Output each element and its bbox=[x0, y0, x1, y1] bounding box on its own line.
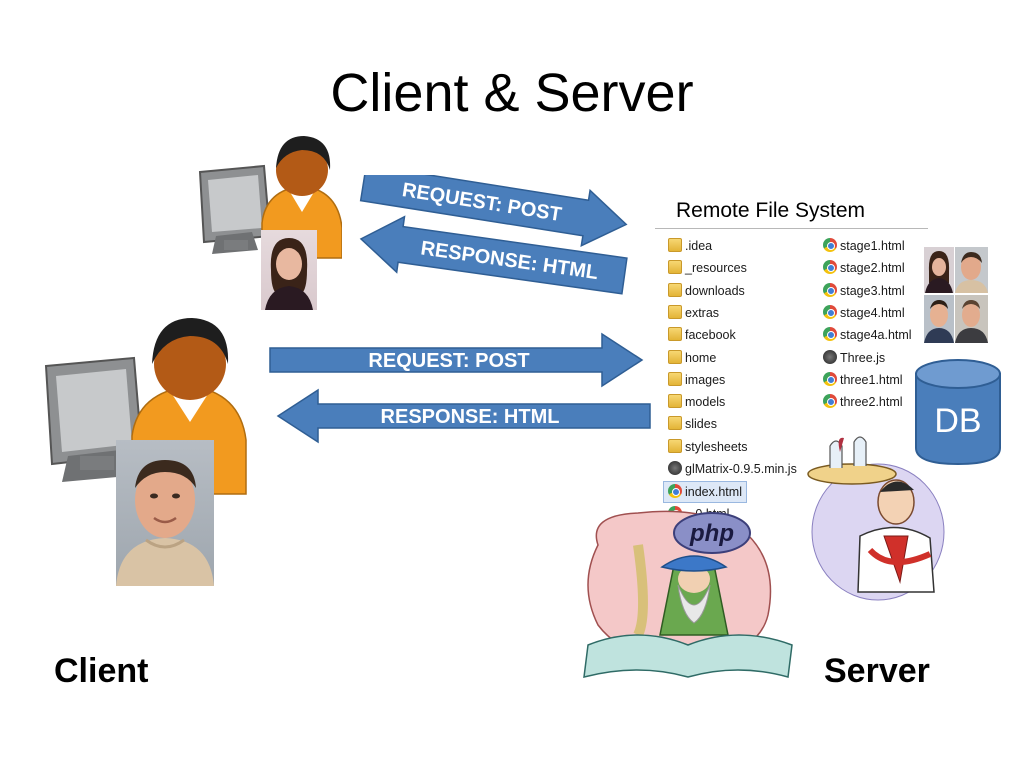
file-item[interactable]: slides bbox=[668, 414, 717, 434]
request-arrow bbox=[269, 332, 644, 388]
file-name: downloads bbox=[685, 283, 745, 298]
file-name: stage1.html bbox=[840, 239, 905, 253]
chrome-file-icon bbox=[668, 484, 682, 499]
js-file-icon bbox=[823, 349, 837, 364]
file-name: stage4.html bbox=[840, 305, 905, 320]
person-icon bbox=[261, 136, 342, 259]
file-item[interactable]: images bbox=[668, 370, 725, 390]
folder-icon bbox=[668, 349, 682, 364]
file-name: slides bbox=[685, 417, 717, 432]
file-system-title: Remote File System bbox=[676, 199, 866, 222]
file-name: stage2.html bbox=[840, 261, 905, 276]
response-arrow bbox=[276, 388, 651, 444]
folder-icon bbox=[668, 260, 682, 275]
man-portrait-icon bbox=[116, 460, 214, 586]
file-item[interactable]: stage3.html bbox=[823, 281, 905, 301]
file-item[interactable]: facebook bbox=[668, 325, 736, 345]
file-name: stage4a.html bbox=[840, 328, 912, 343]
monitor-icon bbox=[198, 164, 272, 254]
file-item[interactable]: stage4.html bbox=[823, 303, 905, 323]
file-item[interactable]: home bbox=[668, 348, 716, 368]
file-name: stage3.html bbox=[840, 283, 905, 298]
file-item[interactable]: three2.html bbox=[823, 392, 903, 412]
file-item[interactable]: index.html bbox=[663, 481, 747, 504]
file-list-right: stage1.html stage2.html stage3.html stage4.… bbox=[823, 236, 933, 416]
file-name: home bbox=[685, 350, 717, 365]
page-title: Client & Server bbox=[330, 63, 694, 123]
request-arrow-top bbox=[359, 175, 628, 247]
chrome-file-icon bbox=[823, 238, 837, 252]
folder-icon bbox=[668, 394, 682, 409]
file-item[interactable]: glMatrix-0.9.5.min.js bbox=[668, 459, 797, 479]
database-icon: DB bbox=[915, 359, 1001, 466]
file-item[interactable]: Three.js bbox=[823, 348, 885, 368]
team-photo-4 bbox=[955, 295, 988, 343]
file-name: Three.js bbox=[840, 350, 886, 365]
request-label: REQUEST: POST bbox=[368, 350, 529, 372]
file-item[interactable]: .idea bbox=[668, 236, 712, 256]
waiter-clipart bbox=[807, 436, 945, 601]
file-name: facebook bbox=[685, 328, 736, 343]
file-item[interactable]: _resources bbox=[668, 258, 747, 278]
file-item[interactable]: stage2.html bbox=[823, 258, 905, 278]
main-arrows: REQUEST: POST RESPONSE: HTML bbox=[269, 332, 651, 444]
file-item[interactable]: models bbox=[668, 392, 725, 412]
folder-icon bbox=[668, 438, 682, 453]
chrome-file-icon bbox=[823, 371, 837, 386]
file-name: images bbox=[685, 372, 726, 387]
team-photo-1 bbox=[924, 247, 954, 293]
file-system-divider bbox=[655, 228, 928, 229]
file-item[interactable]: stage1.html bbox=[823, 236, 905, 256]
file-name: glMatrix-0.9.5.min.js bbox=[685, 462, 797, 476]
folder-icon bbox=[668, 238, 682, 252]
file-item[interactable]: stylesheets bbox=[668, 437, 748, 457]
file-name: index.html bbox=[685, 485, 742, 500]
js-file-icon bbox=[668, 461, 682, 475]
team-photo-2 bbox=[955, 247, 988, 293]
chrome-file-icon bbox=[823, 394, 837, 409]
chrome-file-icon bbox=[823, 304, 837, 319]
client-user-photo-small bbox=[261, 230, 317, 310]
folder-icon bbox=[668, 327, 682, 342]
file-name: three2.html bbox=[840, 395, 903, 410]
php-label: php bbox=[689, 520, 734, 547]
chrome-file-icon bbox=[823, 260, 837, 275]
client-label: Client bbox=[54, 652, 149, 690]
file-item[interactable]: stage4a.html bbox=[823, 325, 912, 345]
file-name: three1.html bbox=[840, 372, 903, 387]
folder-icon bbox=[668, 416, 682, 431]
file-name: _resources bbox=[685, 261, 747, 276]
file-name: models bbox=[685, 395, 726, 410]
folder-icon bbox=[668, 371, 682, 386]
folder-icon bbox=[668, 282, 682, 297]
file-item[interactable]: extras bbox=[668, 303, 719, 323]
chrome-file-icon bbox=[823, 327, 837, 342]
chrome-file-icon bbox=[823, 282, 837, 297]
top-arrows: REQUEST: POST RESPONSE: HTML bbox=[359, 175, 628, 295]
server-label: Server bbox=[824, 652, 930, 690]
client-user-photo bbox=[116, 440, 214, 586]
file-list-left: .idea _resources downloads extras facebook ho… bbox=[663, 236, 818, 526]
small-client-illustration bbox=[198, 136, 342, 259]
folder-icon bbox=[668, 304, 682, 319]
team-photo-3 bbox=[924, 295, 954, 343]
file-name: extras bbox=[685, 305, 720, 320]
php-wizard-clipart: php bbox=[583, 510, 793, 679]
woman-portrait-icon bbox=[265, 238, 313, 310]
db-label: DB bbox=[934, 402, 981, 440]
file-name: .idea bbox=[685, 239, 713, 253]
response-arrow-top bbox=[359, 215, 628, 295]
response-label: RESPONSE: HTML bbox=[381, 406, 560, 428]
file-name: stylesheets bbox=[685, 439, 748, 454]
file-item[interactable]: downloads bbox=[668, 281, 745, 301]
file-item[interactable]: three1.html bbox=[823, 370, 903, 390]
